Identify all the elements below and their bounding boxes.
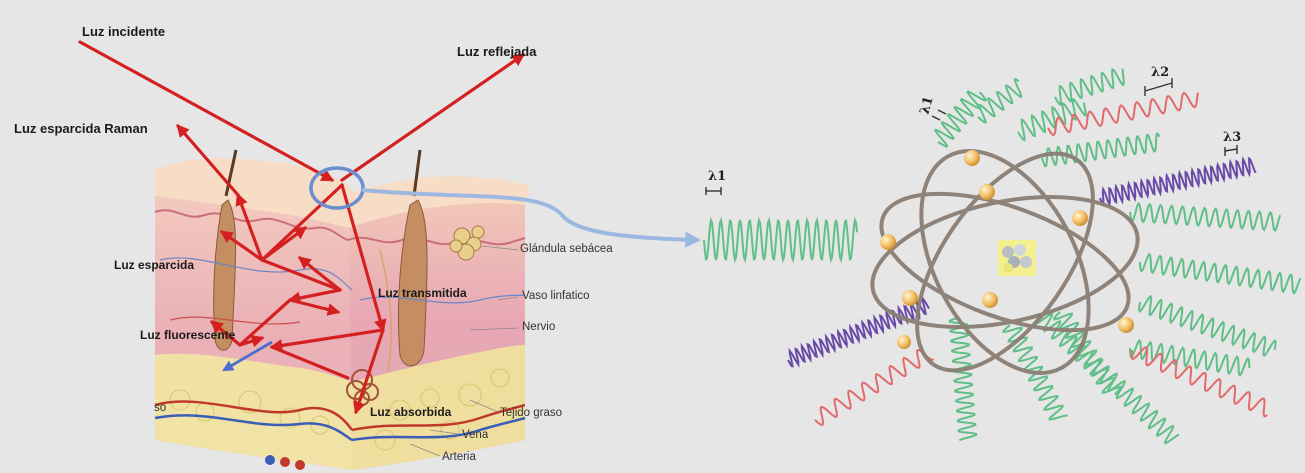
reflected-arrow [342, 55, 523, 180]
anti-stokes-wave [1100, 159, 1256, 205]
electron [902, 290, 918, 306]
stokes-wave [815, 350, 933, 425]
electron [897, 335, 911, 349]
electron [880, 234, 896, 250]
label-tejido: Tejido graso [500, 408, 562, 420]
anti-stokes-wave [788, 299, 929, 367]
label-nervio: Nervio [522, 322, 555, 334]
label-luz-incidente: Luz incidente [82, 25, 165, 38]
label-vaso: Vaso linfatico [522, 291, 590, 303]
label-vena: Vena [462, 430, 488, 442]
emitted-wave [1042, 134, 1159, 167]
electron [964, 150, 980, 166]
electron [982, 292, 998, 308]
lambda2: λ2 [1151, 66, 1169, 79]
label-glandula: Glándula sebácea [520, 244, 613, 256]
label-luz-esparcida: Luz esparcida [114, 259, 194, 271]
label-luz-reflejada: Luz reflejada [457, 45, 536, 58]
label-luz-absorbida: Luz absorbida [370, 406, 451, 418]
label-so: so [154, 403, 166, 415]
lambda1-left: λ1 [708, 170, 726, 183]
lambda3: λ3 [1223, 131, 1241, 144]
emitted-wave [935, 92, 986, 147]
emitted-wave [1130, 204, 1280, 231]
emitted-wave [1140, 254, 1300, 293]
electron [979, 184, 995, 200]
label-arteria: Arteria [442, 452, 476, 464]
nucleus [998, 240, 1036, 276]
emitted-wave [1036, 314, 1179, 443]
label-luz-raman: Luz esparcida Raman [14, 122, 148, 135]
label-luz-fluorescente: Luz fluorescente [140, 329, 235, 341]
electron [1072, 210, 1088, 226]
electron [1118, 317, 1134, 333]
emitted-wave [1055, 69, 1124, 105]
incoming-wave [704, 220, 857, 260]
label-luz-transmitida: Luz transmitida [378, 287, 467, 299]
emitted-wave [1130, 341, 1249, 376]
wavelength-brackets [706, 78, 1237, 195]
